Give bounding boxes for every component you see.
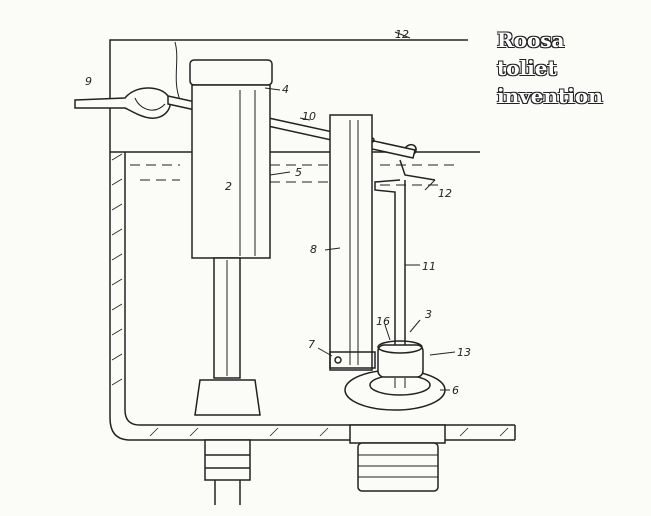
label-12: 12 xyxy=(438,187,452,200)
title-line-1: Roosa xyxy=(497,28,565,52)
label-3: 3 xyxy=(425,308,432,321)
tank-wall-inner xyxy=(124,152,515,426)
lift-rod xyxy=(374,159,436,345)
lid-inner-edge xyxy=(174,41,181,101)
label-12-top: 12 xyxy=(395,28,409,41)
water-dashes xyxy=(130,164,460,186)
valve-nut xyxy=(204,439,251,481)
title-line-3: invention xyxy=(497,84,603,108)
label-8: 8 xyxy=(310,243,317,256)
label-2: 2 xyxy=(225,180,232,193)
overflow-pipe xyxy=(329,114,373,371)
valve-base xyxy=(194,379,261,416)
label-7: 7 xyxy=(308,338,315,351)
label-16: 16 xyxy=(376,315,390,328)
label-4: 4 xyxy=(282,83,289,96)
float-body xyxy=(191,84,271,259)
label-5: 5 xyxy=(295,166,302,179)
float-cap xyxy=(189,59,273,86)
float-cup xyxy=(377,344,424,378)
bracket xyxy=(329,351,376,369)
lever-hook xyxy=(404,143,417,155)
label-9: 9 xyxy=(85,75,92,88)
title-line-2: toliet xyxy=(497,56,557,80)
drain-flange xyxy=(349,424,446,444)
label-10: 10 xyxy=(302,110,316,123)
label-11: 11 xyxy=(422,260,436,273)
label-6: 6 xyxy=(452,384,459,397)
label-13: 13 xyxy=(457,346,471,359)
flush-handle xyxy=(74,87,171,119)
drain-body xyxy=(357,442,439,492)
tank-wall-outer xyxy=(109,140,515,441)
